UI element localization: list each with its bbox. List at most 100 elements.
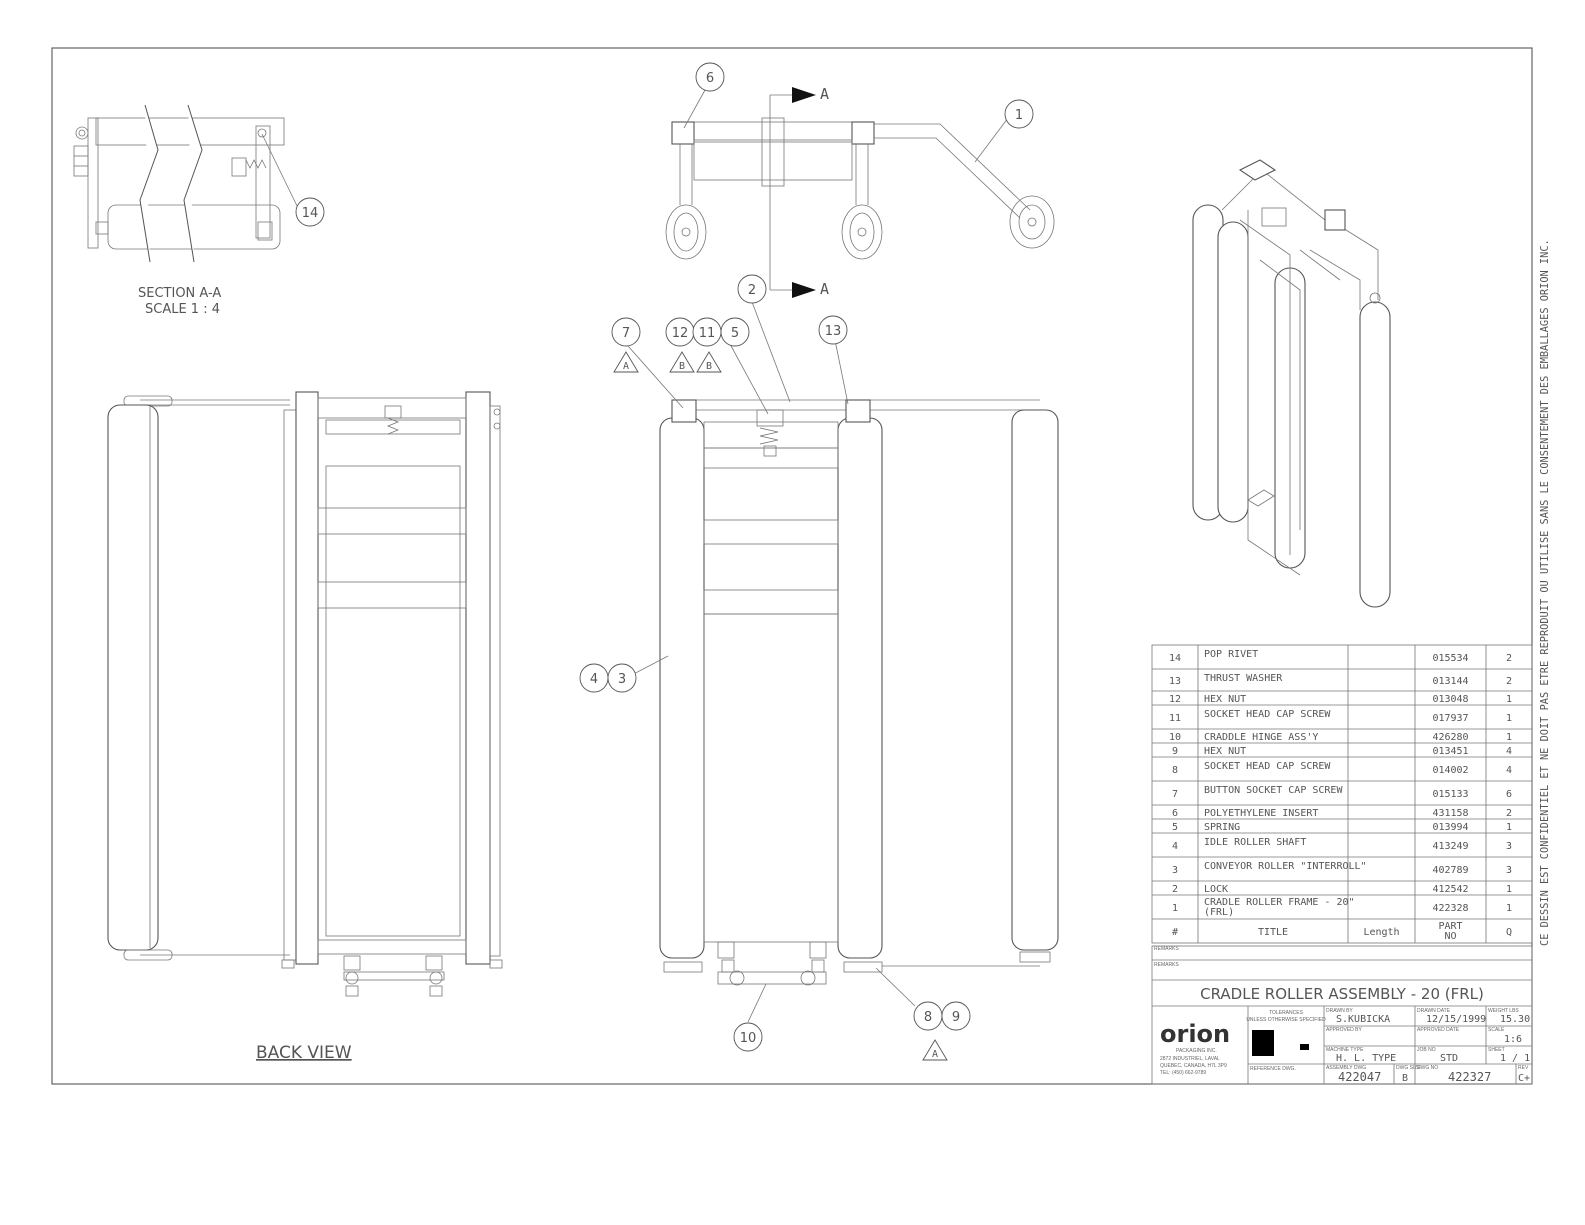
bom-qty: 2 xyxy=(1506,676,1512,687)
bom-row: 4 IDLE ROLLER SHAFT 413249 3 xyxy=(1172,837,1512,852)
bom-title: CONVEYOR ROLLER "INTERROLL" xyxy=(1204,861,1367,872)
bom-qty: 1 xyxy=(1506,884,1512,895)
revision: C+ xyxy=(1518,1073,1530,1084)
bom-part-no: 013994 xyxy=(1432,822,1468,833)
svg-text:6: 6 xyxy=(706,71,714,86)
bom-title: HEX NUT xyxy=(1204,746,1246,757)
bom-part-no: 413249 xyxy=(1432,841,1468,852)
tolerances-sub: UNLESS OTHERWISE SPECIFIED xyxy=(1246,1017,1326,1023)
bom-item: 9 xyxy=(1172,746,1178,757)
scale: 1:6 xyxy=(1504,1034,1522,1045)
balloon-9: 9 xyxy=(941,1001,971,1031)
balloon-14: 14 xyxy=(295,197,325,227)
bom-part-no: 013048 xyxy=(1432,694,1468,705)
title-block: REMARKS REMARKS CRADLE ROLLER ASSEMBLY -… xyxy=(1151,945,1533,1085)
address-1: 2872 INDUSTRIEL, LAVAL xyxy=(1160,1056,1220,1062)
svg-text:10: 10 xyxy=(740,1031,757,1046)
svg-text:DWG SIZE: DWG SIZE xyxy=(1396,1065,1421,1071)
rev-triangle-b-2: B xyxy=(696,351,722,373)
sheet: 1 / 1 xyxy=(1500,1053,1530,1064)
bom-part-no: 422328 xyxy=(1432,903,1468,914)
back-view xyxy=(107,391,503,997)
bom-part-no: 412542 xyxy=(1432,884,1468,895)
svg-text:B: B xyxy=(679,361,685,372)
balloon-3: 3 xyxy=(607,663,637,693)
bom-header-cell: TITLE xyxy=(1258,927,1288,938)
balloon-2: 2 xyxy=(737,274,767,304)
svg-text:4: 4 xyxy=(590,672,598,687)
bom-item: 13 xyxy=(1169,676,1181,687)
section-marker-top: A xyxy=(820,85,829,103)
bom-qty: 3 xyxy=(1506,841,1512,852)
bom-item: 11 xyxy=(1169,713,1181,724)
bom-qty: 3 xyxy=(1506,865,1512,876)
svg-text:8: 8 xyxy=(924,1010,932,1025)
bom-qty: 4 xyxy=(1506,765,1512,776)
bom-header-cell: Q xyxy=(1506,927,1512,938)
balloon-6: 6 xyxy=(695,62,725,92)
job-no: STD xyxy=(1440,1053,1458,1064)
bom-item: 10 xyxy=(1169,732,1181,743)
drawing-title: CRADLE ROLLER ASSEMBLY - 20 (FRL) xyxy=(1200,985,1484,1003)
machine-type: H. L. TYPE xyxy=(1336,1053,1396,1064)
svg-text:1: 1 xyxy=(1015,108,1023,123)
bom-part-no: 013451 xyxy=(1432,746,1468,757)
top-view xyxy=(665,87,1055,298)
bom-part-no: 015534 xyxy=(1432,653,1468,664)
bom-item: 1 xyxy=(1172,903,1178,914)
remarks-label-1: REMARKS xyxy=(1154,946,1179,952)
bom-header-cell: Length xyxy=(1363,927,1399,938)
bom-row: 9 HEX NUT 013451 4 xyxy=(1172,746,1512,757)
bom-title: SOCKET HEAD CAP SCREW xyxy=(1204,709,1331,720)
part-balloons: 6 1 14 2 7 12 11 5 13 4 3 10 8 9 xyxy=(295,62,1034,1052)
bom-title: POP RIVET xyxy=(1204,649,1258,660)
remarks-label-2: REMARKS xyxy=(1154,962,1179,968)
bom-part-no: 015133 xyxy=(1432,789,1468,800)
svg-text:13: 13 xyxy=(825,324,842,339)
company-sub: PACKAGING INC. xyxy=(1176,1048,1217,1054)
bom-title: POLYETHYLENE INSERT xyxy=(1204,808,1318,819)
bom-qty: 6 xyxy=(1506,789,1512,800)
svg-text:9: 9 xyxy=(952,1010,960,1025)
bom-title: HEX NUT xyxy=(1204,694,1246,705)
bom-item: 4 xyxy=(1172,841,1178,852)
bom-title: SOCKET HEAD CAP SCREW xyxy=(1204,761,1331,772)
bom-title: IDLE ROLLER SHAFT xyxy=(1204,837,1306,848)
svg-text:3: 3 xyxy=(618,672,626,687)
dwg-no: 422327 xyxy=(1448,1070,1491,1084)
section-scale: SCALE 1 : 4 xyxy=(145,302,220,317)
bom-part-no: 014002 xyxy=(1432,765,1468,776)
balloon-7: 7 xyxy=(611,317,641,347)
redacted-mark xyxy=(1252,1030,1274,1056)
revision-triangles: A B B A xyxy=(613,351,948,1061)
svg-text:DRAWN BY: DRAWN BY xyxy=(1326,1008,1353,1014)
bom-title: THRUST WASHER xyxy=(1204,673,1283,684)
balloon-11: 11 xyxy=(692,317,722,347)
svg-text:DWG NO: DWG NO xyxy=(1417,1065,1438,1071)
rev-triangle-b-1: B xyxy=(669,351,695,373)
bom-part-no: 431158 xyxy=(1432,808,1468,819)
section-label: SECTION A-A xyxy=(138,286,221,301)
svg-text:APPROVED BY: APPROVED BY xyxy=(1326,1027,1363,1033)
bom-qty: 4 xyxy=(1506,746,1512,757)
bom-qty: 1 xyxy=(1506,732,1512,743)
bom-header-cell: PART xyxy=(1438,921,1462,932)
bom-qty: 1 xyxy=(1506,903,1512,914)
svg-text:A: A xyxy=(623,361,629,372)
bom-qty: 1 xyxy=(1506,822,1512,833)
bom-part-no: 426280 xyxy=(1432,732,1468,743)
bom-qty: 2 xyxy=(1506,808,1512,819)
balloon-13: 13 xyxy=(818,315,848,345)
balloon-5: 5 xyxy=(720,317,750,347)
